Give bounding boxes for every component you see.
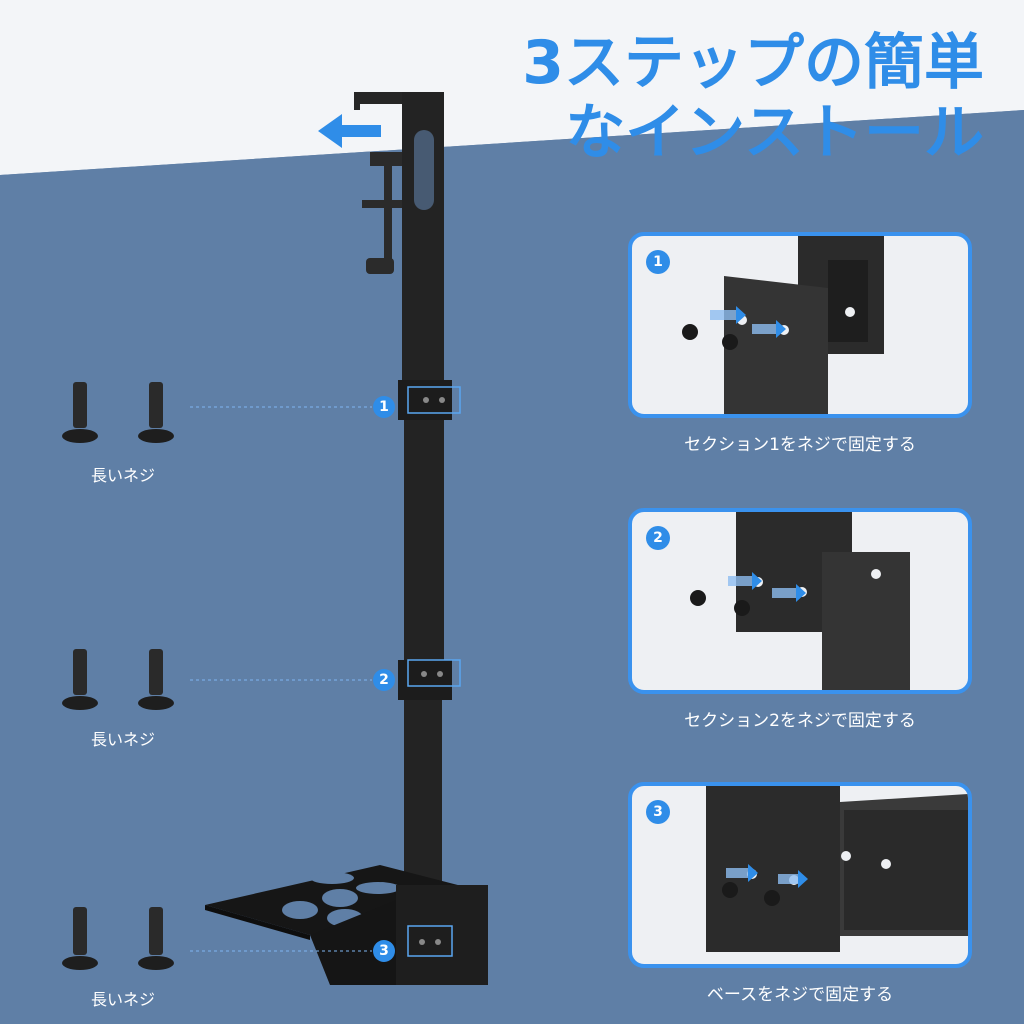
stand-marker-1: 1 [373,396,395,418]
stand-marker-2: 2 [373,669,395,691]
step-badge-2: 2 [646,526,670,550]
step-panel-2: 2 [628,508,972,694]
step-3-detail-image [706,786,968,952]
screw-group-3 [46,905,196,985]
screw-group-2 [46,645,196,725]
step-badge-3: 3 [646,800,670,824]
step-badge-1: 1 [646,250,670,274]
step-caption-3: ベースをネジで固定する [706,985,894,1005]
step-2-detail-image [690,512,910,690]
screw-label-1: 長いネジ [90,466,155,485]
screw-group-1 [46,378,196,458]
screw-icon [62,382,174,443]
screw-label-2: 長いネジ [90,730,155,749]
step-panel-1: 1 [628,232,972,418]
screw-icon [62,649,174,710]
step-panel-3: 3 [628,782,972,968]
headline-line-1: 3ステップの簡単 [522,28,984,98]
step-caption-2: セクション2をネジで固定する [684,711,916,731]
headline-line-2: なインストール [565,98,984,168]
step-caption-1: セクション1をネジで固定する [684,435,916,455]
step-1-detail-image [682,236,884,414]
headline: 3ステップの簡単 なインストール [514,28,984,168]
screw-label-3: 長いネジ [90,990,155,1009]
screw-icon [62,907,174,970]
arrow-left-icon [318,114,381,148]
stand-marker-3: 3 [373,940,395,962]
